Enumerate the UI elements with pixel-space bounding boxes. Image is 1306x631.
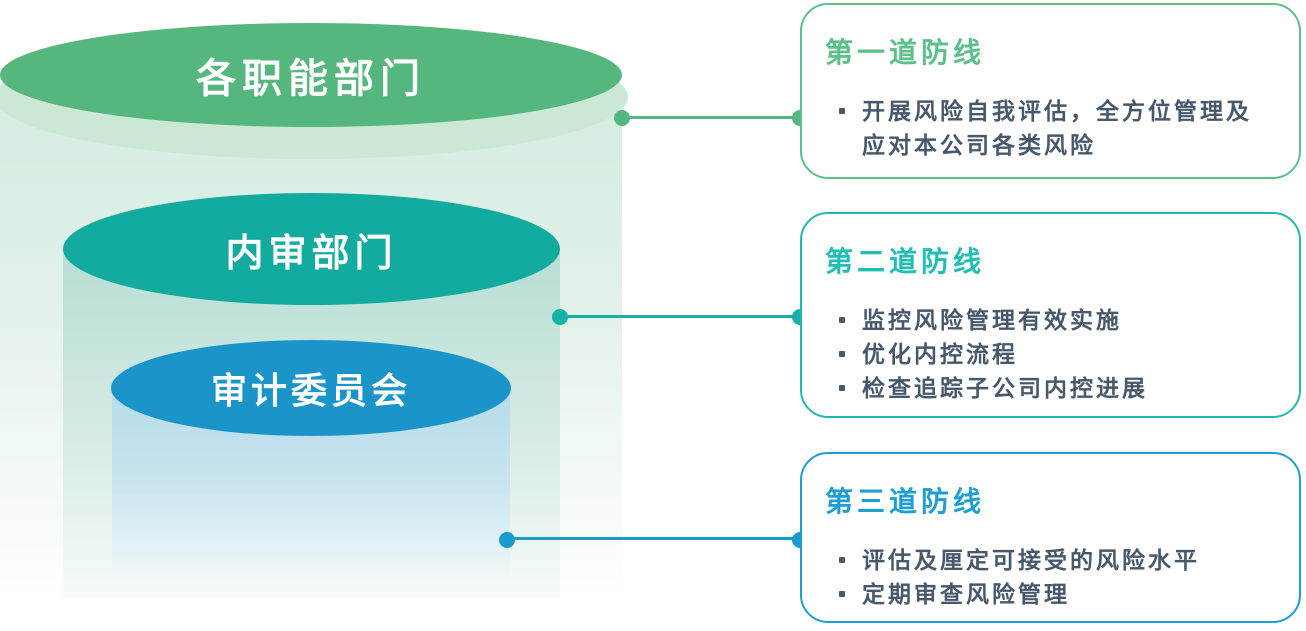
bullet-text: 评估及厘定可接受的风险水平 bbox=[862, 547, 1200, 573]
connector-dot-icon bbox=[552, 309, 568, 325]
list-item: 优化内控流程 bbox=[839, 337, 1279, 371]
layer-label: 内审部门 bbox=[225, 232, 398, 275]
bullet-dot-icon bbox=[839, 385, 845, 391]
bullet-dot-icon bbox=[839, 591, 845, 597]
bullet-dot-icon bbox=[839, 557, 845, 563]
layer-functional-departments: 各职能部门 bbox=[0, 23, 622, 127]
bullet-text: 开展风险自我评估，全方位管理及应对本公司各类风险 bbox=[862, 98, 1252, 158]
bullet-text: 优化内控流程 bbox=[862, 341, 1018, 367]
bullet-list: 监控风险管理有效实施 优化内控流程 检查追踪子公司内控进展 bbox=[802, 303, 1299, 405]
bullet-dot-icon bbox=[839, 108, 845, 114]
bullet-list: 开展风险自我评估，全方位管理及应对本公司各类风险 bbox=[802, 94, 1299, 162]
card-third-line-of-defense: 第三道防线 评估及厘定可接受的风险水平 定期审查风险管理 bbox=[800, 452, 1301, 623]
bullet-list: 评估及厘定可接受的风险水平 定期审查风险管理 bbox=[802, 543, 1299, 611]
card-title: 第一道防线 bbox=[825, 37, 986, 68]
layer-audit-committee: 审计委员会 bbox=[111, 340, 511, 436]
list-item: 监控风险管理有效实施 bbox=[839, 303, 1279, 337]
bullet-dot-icon bbox=[839, 351, 845, 357]
bullet-text: 监控风险管理有效实施 bbox=[862, 307, 1122, 333]
connector-line-3 bbox=[507, 537, 800, 540]
list-item: 定期审查风险管理 bbox=[839, 577, 1279, 611]
list-item: 开展风险自我评估，全方位管理及应对本公司各类风险 bbox=[839, 94, 1279, 162]
layer-internal-audit-department: 内审部门 bbox=[63, 193, 560, 305]
connector-line-2 bbox=[560, 315, 800, 318]
card-title: 第三道防线 bbox=[825, 486, 986, 517]
card-first-line-of-defense: 第一道防线 开展风险自我评估，全方位管理及应对本公司各类风险 bbox=[800, 3, 1301, 179]
layer-label: 审计委员会 bbox=[210, 370, 411, 411]
card-second-line-of-defense: 第二道防线 监控风险管理有效实施 优化内控流程 检查追踪子公司内控进展 bbox=[800, 212, 1301, 418]
card-title: 第二道防线 bbox=[825, 246, 986, 277]
connector-line-1 bbox=[622, 116, 800, 119]
connector-dot-icon bbox=[614, 110, 630, 126]
connector-dot-icon bbox=[499, 532, 515, 548]
list-item: 评估及厘定可接受的风险水平 bbox=[839, 543, 1279, 577]
layer-label: 各职能部门 bbox=[196, 57, 426, 101]
bullet-dot-icon bbox=[839, 317, 845, 323]
bullet-text: 检查追踪子公司内控进展 bbox=[862, 375, 1148, 401]
list-item: 检查追踪子公司内控进展 bbox=[839, 371, 1279, 405]
bullet-text: 定期审查风险管理 bbox=[862, 581, 1070, 607]
